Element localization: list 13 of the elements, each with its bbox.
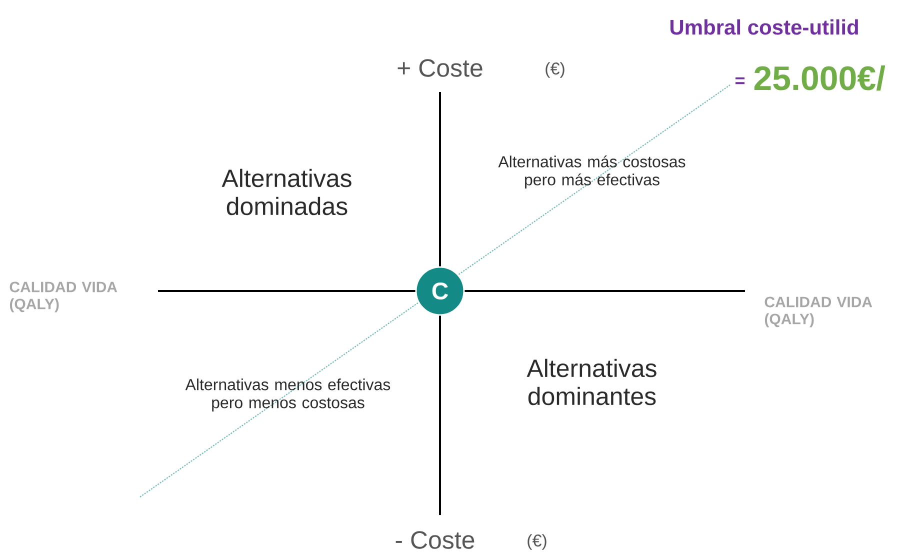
quadrant-label: Alternativas dominantes — [526, 358, 656, 406]
axis-label: + Coste — [398, 59, 482, 77]
axis-label: (€) — [546, 62, 564, 78]
quadrant-label: Alternativas dominadas — [222, 168, 352, 216]
axis-label: CALIDAD VIDA (QALY) — [10, 282, 118, 312]
threshold-label: Umbral coste-utilid — [670, 19, 858, 35]
axis-label: CALIDAD VIDA (QALY) — [764, 296, 872, 328]
axis-label: (€) — [528, 534, 546, 550]
axis-label: - Coste — [396, 531, 474, 549]
threshold-value: 25.000€/ — [754, 65, 886, 91]
quadrant-label: Alternativas menos efectivas pero menos costosas — [185, 378, 390, 412]
quadrant-label: Alternativas más costosas pero más efectivas — [498, 155, 686, 189]
threshold-label: = — [736, 77, 745, 84]
